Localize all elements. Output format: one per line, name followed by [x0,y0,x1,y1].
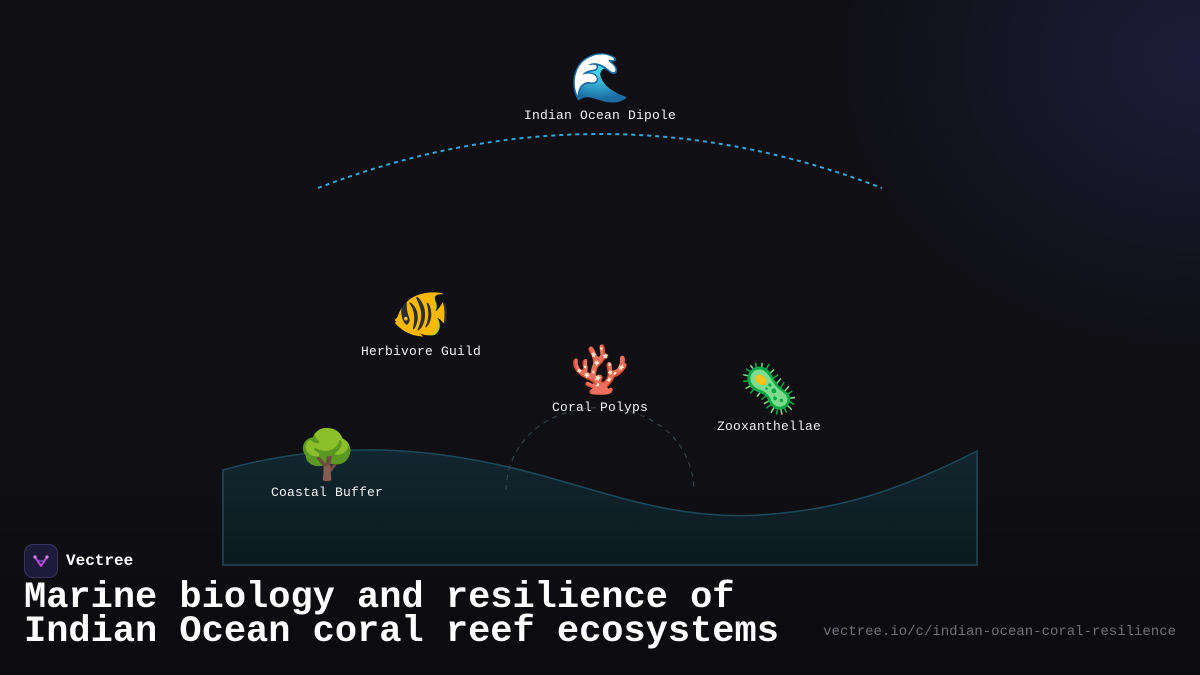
coral-dome-arc [505,407,695,491]
node-herbivore-guild[interactable]: 🐠 Herbivore Guild [321,286,521,359]
node-zooxanthellae[interactable]: 🦠 Zooxanthellae [669,361,869,434]
microbe-icon: 🦠 [739,361,799,417]
title-line-2: Indian Ocean coral reef ecosystems [24,611,779,653]
node-coral-polyps[interactable]: 🪸 Coral Polyps [500,342,700,415]
tree-icon: 🌳 [297,427,357,483]
brand-name: Vectree [66,552,134,570]
node-label: Herbivore Guild [360,344,482,359]
fish-icon: 🐠 [391,286,451,342]
source-url[interactable]: vectree.io/c/indian-ocean-coral-resilien… [823,624,1176,640]
seafloor-wave [222,449,978,566]
node-label: Zooxanthellae [716,419,822,434]
page-title: Marine biology and resilience of Indian … [24,577,779,653]
brand[interactable]: Vectree [24,544,133,578]
wave-icon: 🌊 [570,50,630,106]
vectree-logo-icon [24,544,58,578]
coral-icon: 🪸 [570,342,630,398]
node-indian-ocean-dipole[interactable]: 🌊 Indian Ocean Dipole [500,50,700,123]
node-label: Indian Ocean Dipole [523,108,677,123]
title-line-1: Marine biology and resilience of [24,577,735,619]
node-label: Coastal Buffer [270,485,384,500]
node-label: Coral Polyps [551,400,648,415]
dipole-arc [317,133,883,189]
node-coastal-buffer[interactable]: 🌳 Coastal Buffer [227,427,427,500]
